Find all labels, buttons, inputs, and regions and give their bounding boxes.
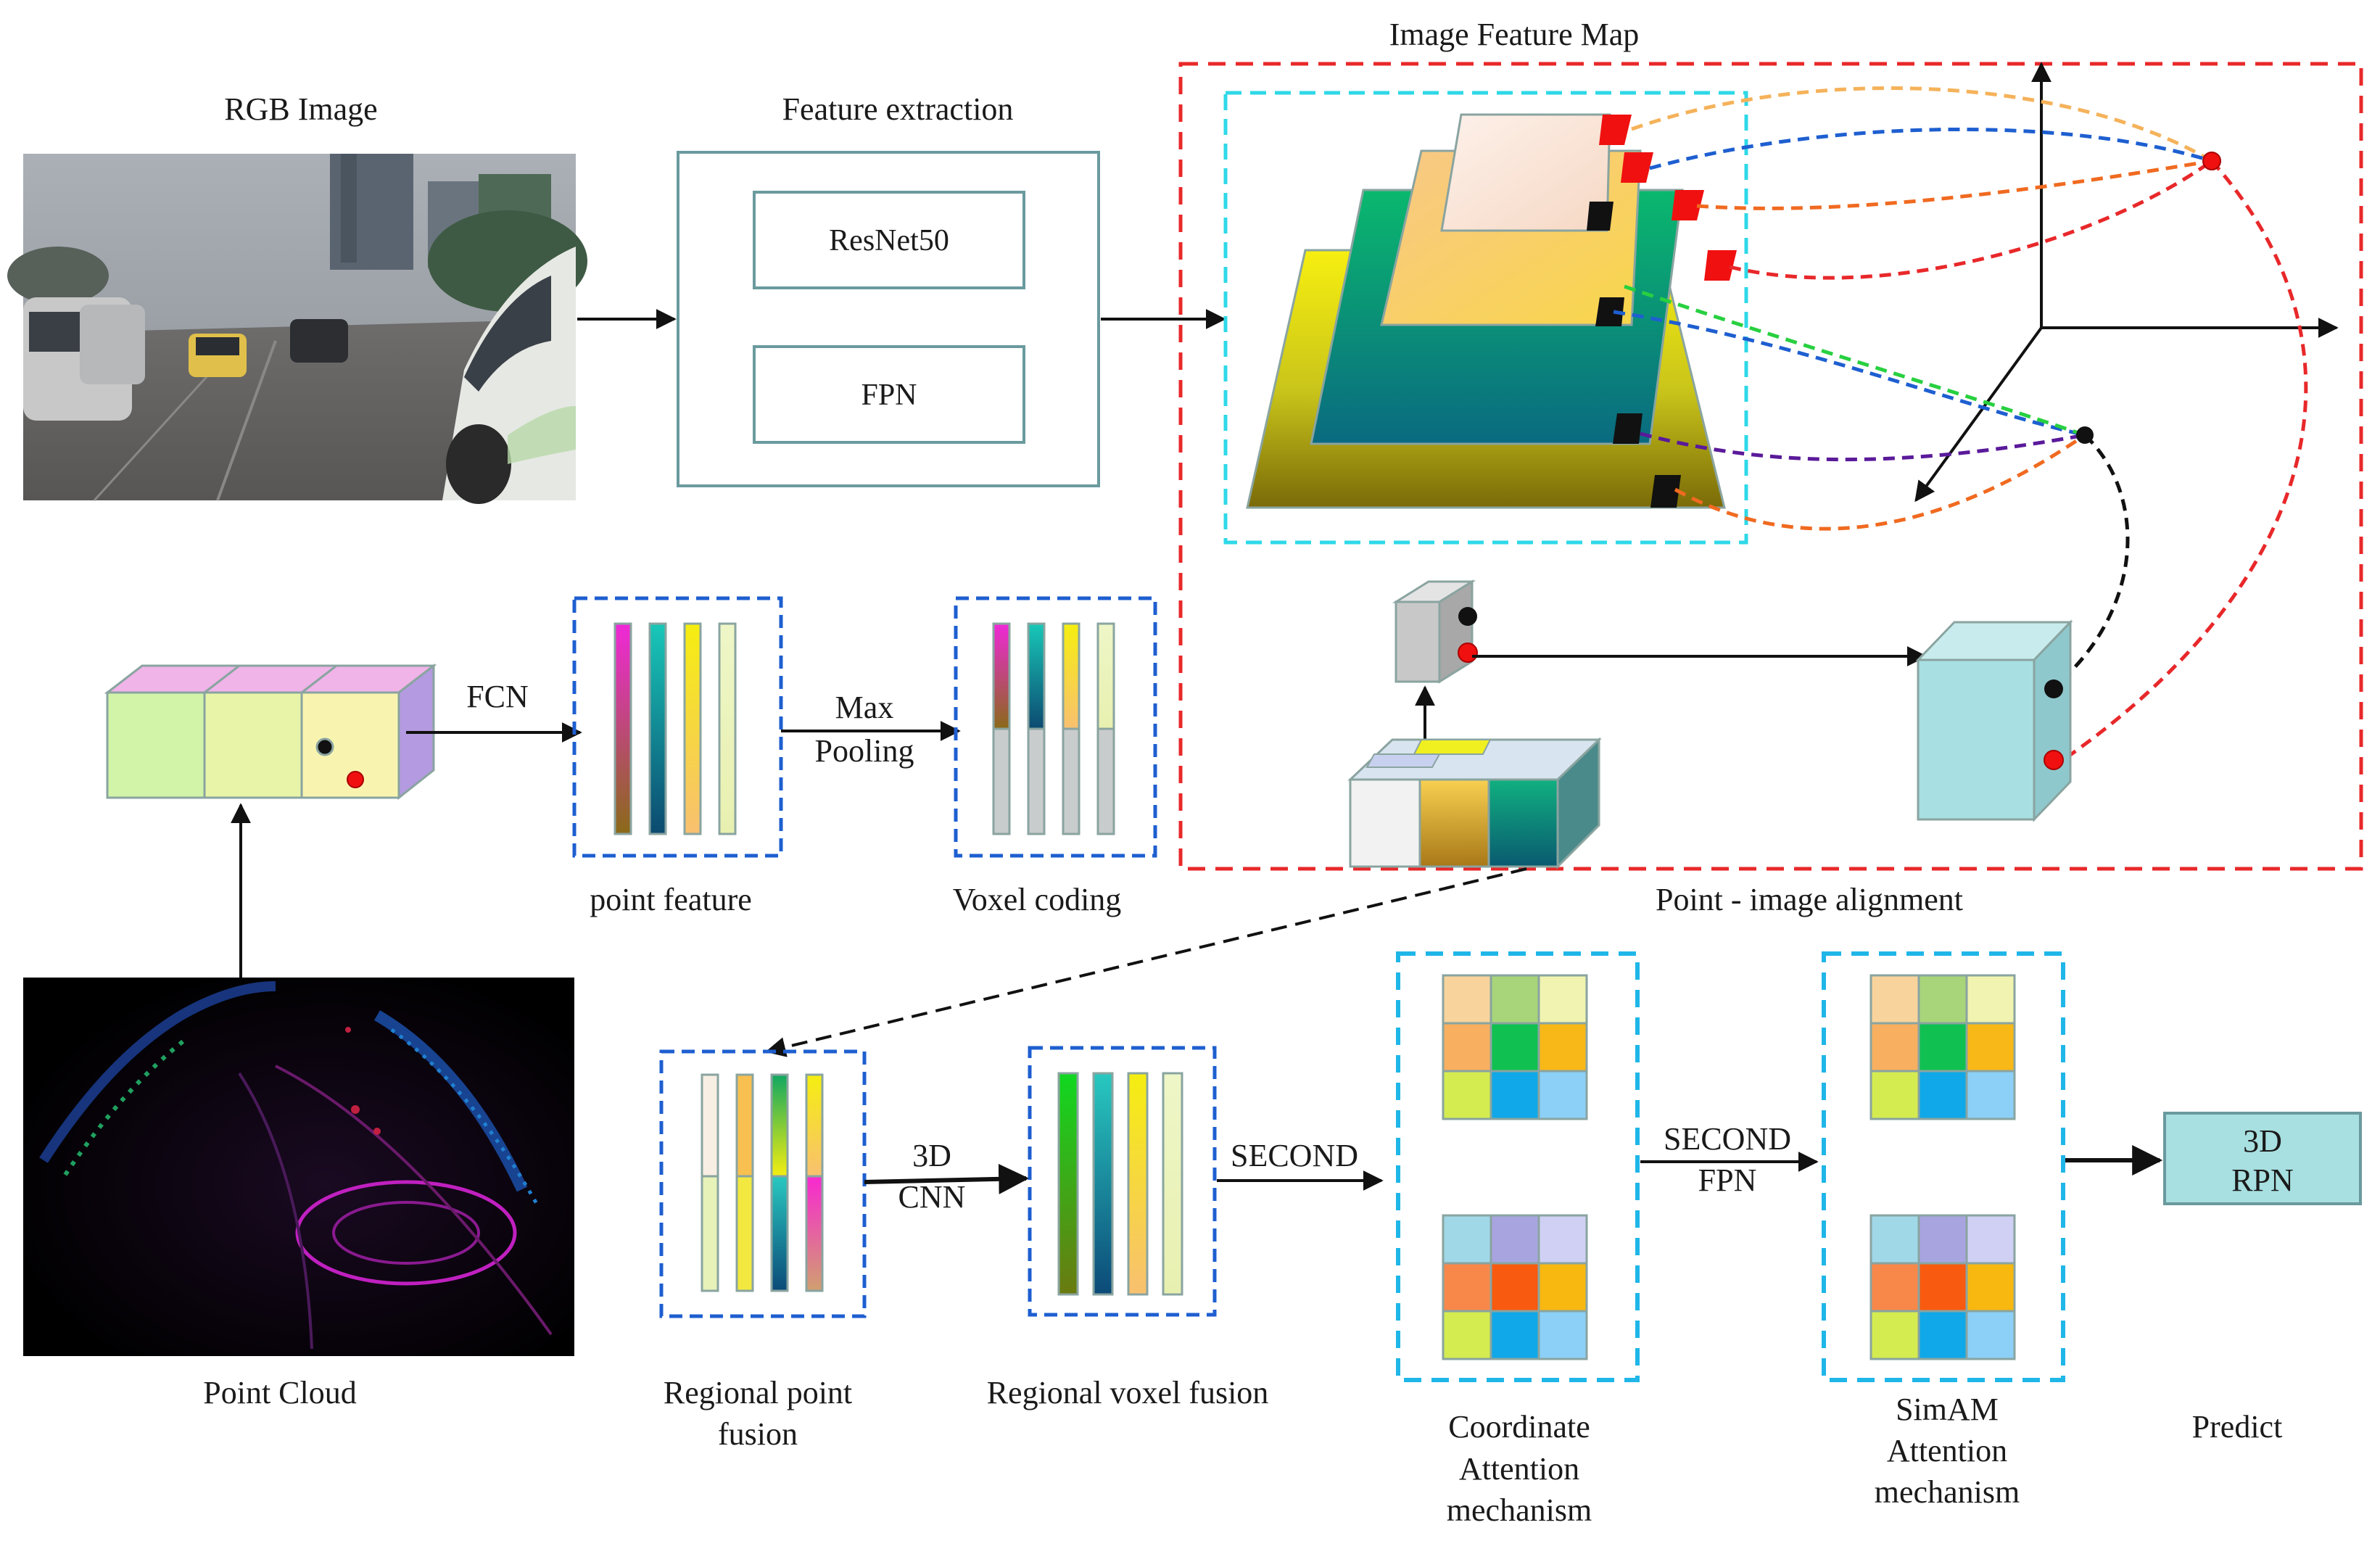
point-image-alignment-label: Point - image alignment [1656,882,1963,917]
resnet50-label: ResNet50 [829,224,949,257]
feature-extraction-label: Feature extraction [782,91,1014,127]
voxel-coding-border [954,596,1157,858]
image-feature-map-border [1178,62,2363,871]
rgb-image [7,154,587,504]
predict-label: Predict [2192,1409,2283,1445]
black-point [2076,426,2094,444]
regional-voxel-fusion-label: Regional voxel fusion [987,1375,1269,1410]
fpn-label: FPN [861,379,917,412]
large-voxel-cube [1915,619,2073,822]
rpn-box [2163,1112,2362,1205]
point-cloud-label: Point Cloud [203,1375,357,1410]
feature-pyramid-border [1223,91,1748,545]
second-fpn-label-1: SECOND [1664,1121,1791,1157]
cnn3d-label-1: 3D [912,1138,951,1173]
regional-voxel-fusion-border [1028,1046,1217,1317]
coordinate-attention-label-3: mechanism [1447,1492,1592,1528]
simam-label-2: Attention [1887,1433,2007,1468]
regional-voxel-bars [1057,1072,1183,1296]
fcn-label: FCN [466,679,529,714]
coordinate-attention-label-2: Attention [1459,1451,1579,1487]
simam-attention-border [1822,951,2065,1382]
coordinate-attention-grid-top [1442,974,1588,1120]
coordinate-attention-grid-bottom [1442,1214,1588,1360]
resnet50-box [753,191,1025,289]
simam-label-1: SimAM [1896,1392,1999,1427]
voxel-coding-label: Voxel coding [953,882,1122,917]
simam-attention-grid-bottom [1869,1214,2016,1360]
voxel-row-block [104,663,437,801]
arrow-3d-cnn [864,1163,1030,1194]
coordinate-attention-label-1: Coordinate [1448,1409,1590,1445]
voxel-coding-bars [992,622,1115,835]
rgb-image-label: RGB Image [224,91,377,127]
voxel-grid-block [1347,737,1602,869]
point-feature-border [572,596,783,858]
pooling-label: Pooling [815,733,914,769]
point-feature-bars [613,622,737,835]
small-voxel-cube [1392,579,1478,684]
rpn-label-1: 3D [2243,1123,2282,1159]
regional-point-fusion-label-2: fusion [718,1416,798,1452]
coordinate-attention-border [1396,951,1640,1382]
red-point [2202,152,2221,170]
second-label: SECOND [1231,1138,1358,1173]
image-feature-map-label: Image Feature Map [1389,17,1640,52]
feature-pyramid [1246,113,1737,509]
regional-point-fusion-border [659,1049,867,1318]
fpn-box [753,345,1025,444]
simam-attention-grid-top [1869,974,2016,1120]
max-label: Max [835,690,894,725]
projection-lines [1613,86,2308,762]
arrow-grid-to-regional [765,867,1527,1057]
axes-icon [1914,62,2339,503]
simam-label-3: mechanism [1875,1474,2020,1510]
point-feature-label: point feature [590,882,752,917]
cnn3d-label-2: CNN [898,1179,966,1215]
second-fpn-label-2: FPN [1698,1162,1757,1198]
regional-point-fusion-label-1: Regional point [664,1375,852,1410]
regional-point-bars [701,1073,824,1292]
rpn-label-2: RPN [2231,1162,2294,1198]
point-cloud-image [23,978,574,1356]
